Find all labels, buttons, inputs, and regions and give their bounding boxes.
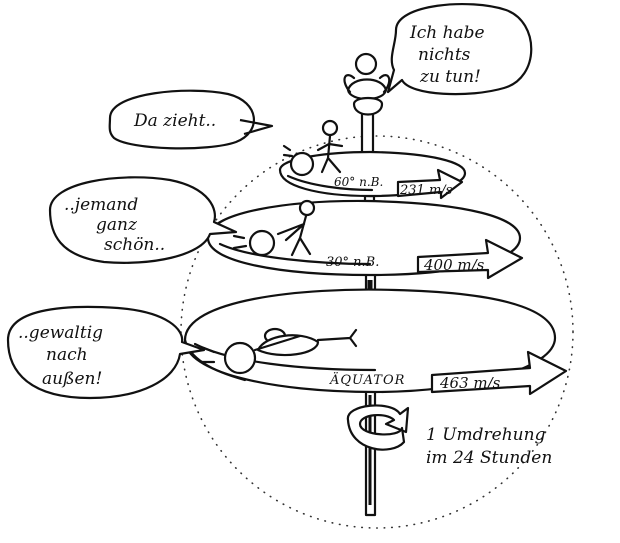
speech-bubble-left-1: Da zieht.. <box>108 89 274 150</box>
figure-60 <box>282 119 344 177</box>
speed-arrow-equator: 463 m/s <box>430 350 568 396</box>
level-label-equator: ÄQUATOR <box>329 371 405 388</box>
rotation-label: 1 Umdrehung im 24 Stunden <box>426 425 552 468</box>
figure-top-pole <box>343 52 391 116</box>
speed-label-equator: 463 m/s <box>439 374 501 392</box>
level-label-30: 30° n.B. <box>326 255 379 270</box>
speech-bubble-left-2: ..jemand ganz schön.. <box>48 176 238 264</box>
level-label-60: 60° n.B. <box>334 175 383 189</box>
svg-text:..gewaltig nach au: ..gewaltig nach außen! <box>18 323 108 389</box>
speed-label-60: 231 m/s <box>399 183 453 198</box>
rotation-arrow-icon <box>346 404 410 451</box>
figure-equator <box>200 327 358 375</box>
speed-label-30: 400 m/s <box>423 256 485 274</box>
svg-text:Ich habe nichts zu: Ich habe nichts zu tun! <box>409 23 490 87</box>
figure-30 <box>232 199 316 257</box>
svg-text:..jemand ganz schö: ..jemand ganz schön.. <box>64 195 165 255</box>
speech-bubble-top-right: Ich habe nichts zu tun! <box>386 2 533 96</box>
speed-arrow-30: 400 m/s <box>416 238 524 280</box>
speed-arrow-60: 231 m/s <box>396 168 464 200</box>
speech-bubble-left-3: ..gewaltig nach außen! <box>6 305 206 400</box>
svg-text:Da zieht..: Da zieht.. <box>133 111 216 131</box>
